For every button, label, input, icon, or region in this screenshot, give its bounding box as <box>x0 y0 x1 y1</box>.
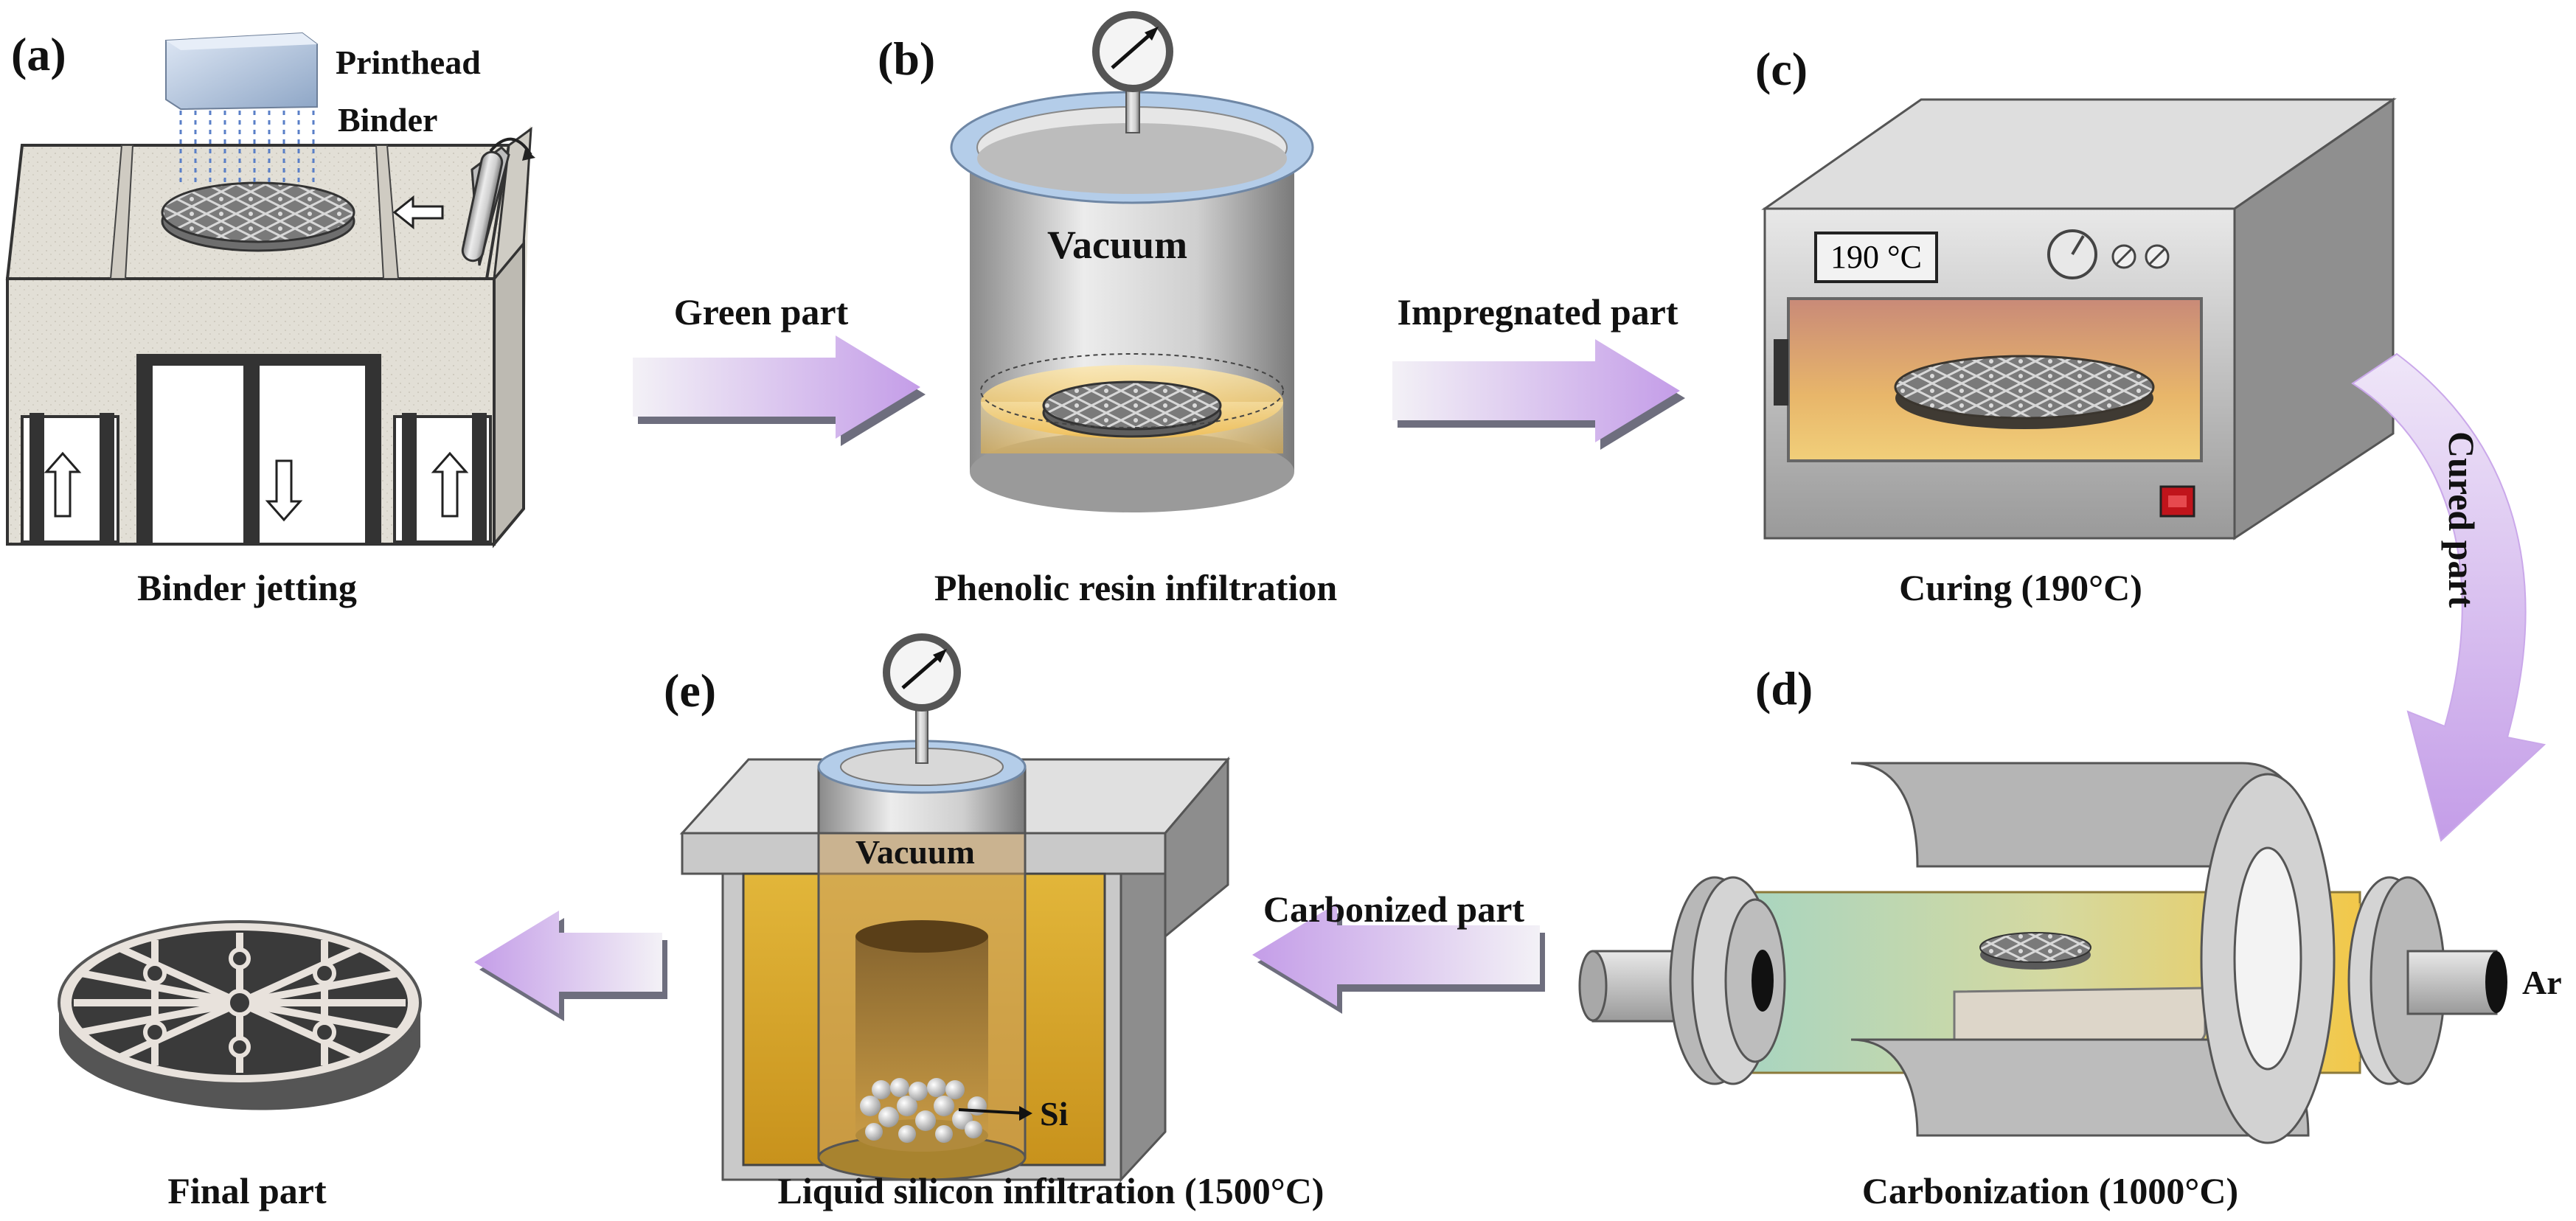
caption-carbonization: Carbonization (1000°C) <box>1861 1170 2239 1211</box>
vacuum-label-e: Vacuum <box>855 833 975 871</box>
silicon-label: Si <box>1040 1095 1069 1133</box>
binder-jetting-machine <box>5 32 535 549</box>
oven-temperature-display: 190 °C <box>1814 232 1938 283</box>
caption-phenolic-resin-infiltration: Phenolic resin infiltration <box>934 567 1338 608</box>
final-part-disk <box>58 920 422 1110</box>
panel-letter-e: (e) <box>664 664 717 717</box>
flow-label-cured-part: Cured part <box>2441 431 2482 608</box>
printhead-label: Printhead <box>336 44 481 81</box>
carbonized-part-arrow <box>1252 903 1545 1014</box>
vacuum-label-b: Vacuum <box>1047 223 1188 267</box>
impregnated-part-arrow <box>1392 339 1685 450</box>
argon-label: Ar <box>2522 964 2562 1001</box>
binder-label: Binder <box>338 101 438 139</box>
flow-label-carbonized-part: Carbonized part <box>1263 888 1525 930</box>
caption-liquid-silicon-infiltration: Liquid silicon infiltration (1500°C) <box>777 1170 1325 1211</box>
tube-furnace <box>1578 762 2507 1144</box>
flow-label-impregnated-part: Impregnated part <box>1397 291 1678 333</box>
caption-curing: Curing (190°C) <box>1899 567 2142 608</box>
silicon-infiltration-furnace <box>679 633 1231 1183</box>
caption-binder-jetting: Binder jetting <box>137 567 357 608</box>
final-part-arrow <box>474 911 667 1021</box>
panel-letter-d: (d) <box>1755 662 1813 714</box>
panel-letter-a: (a) <box>11 28 66 80</box>
caption-final-part: Final part <box>167 1170 327 1211</box>
vacuum-chamber-b <box>950 11 1314 512</box>
panel-letter-c: (c) <box>1755 43 1808 95</box>
curing-oven <box>1761 97 2397 540</box>
green-part-arrow <box>633 335 926 446</box>
panel-letter-b: (b) <box>878 32 936 85</box>
flow-label-green-part: Green part <box>673 291 849 333</box>
cured-part-arrow <box>2351 352 2547 842</box>
